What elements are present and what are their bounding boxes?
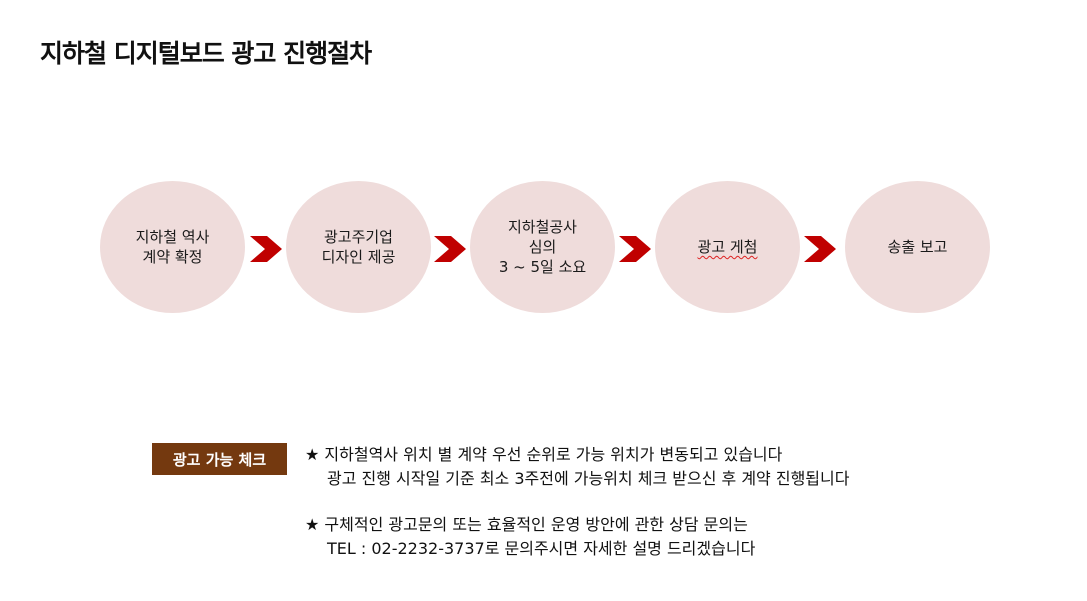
chevron-right-arrow-icon: [804, 236, 836, 262]
step-label-line: 지하철 역사: [135, 228, 210, 246]
step-label-line: 지하철공사: [507, 218, 577, 236]
notes-block: ★ 지하철역사 위치 별 계약 우선 순위로 가능 위치가 변동되고 있습니다 …: [305, 443, 849, 561]
step-label-line: 심의: [528, 238, 557, 256]
note-line: ★ 구체적인 광고문의 또는 효율적인 운영 방안에 관한 상담 문의는: [305, 515, 748, 534]
step-label-line: 광고주기업: [323, 228, 393, 246]
note-line: TEL : 02-2232-3737로 문의주시면 자세한 설명 드리겠습니다: [327, 539, 756, 558]
availability-check-badge: 광고 가능 체크: [152, 443, 287, 475]
step-posting: 광고 게첨: [655, 181, 800, 313]
chevron-right-arrow-icon: [619, 236, 651, 262]
step-review: 지하철공사 심의 3 ~ 5일 소요: [470, 181, 615, 313]
step-label-line: 송출 보고: [887, 238, 948, 256]
step-label-line: 광고 게첨: [697, 238, 758, 256]
note-line: 광고 진행 시작일 기준 최소 3주전에 가능위치 체크 받으신 후 계약 진행…: [327, 469, 850, 488]
chevron-right-arrow-icon: [250, 236, 282, 262]
step-label-line: 3 ~ 5일 소요: [498, 258, 587, 276]
step-design: 광고주기업 디자인 제공: [286, 181, 431, 313]
step-label-line: 계약 확정: [142, 248, 203, 266]
note-line: ★ 지하철역사 위치 별 계약 우선 순위로 가능 위치가 변동되고 있습니다: [305, 445, 783, 464]
step-report: 송출 보고: [845, 181, 990, 313]
step-contract: 지하철 역사 계약 확정: [100, 181, 245, 313]
chevron-right-arrow-icon: [434, 236, 466, 262]
step-label-line: 디자인 제공: [321, 248, 396, 266]
page-title: 지하철 디지털보드 광고 진행절차: [40, 39, 372, 68]
